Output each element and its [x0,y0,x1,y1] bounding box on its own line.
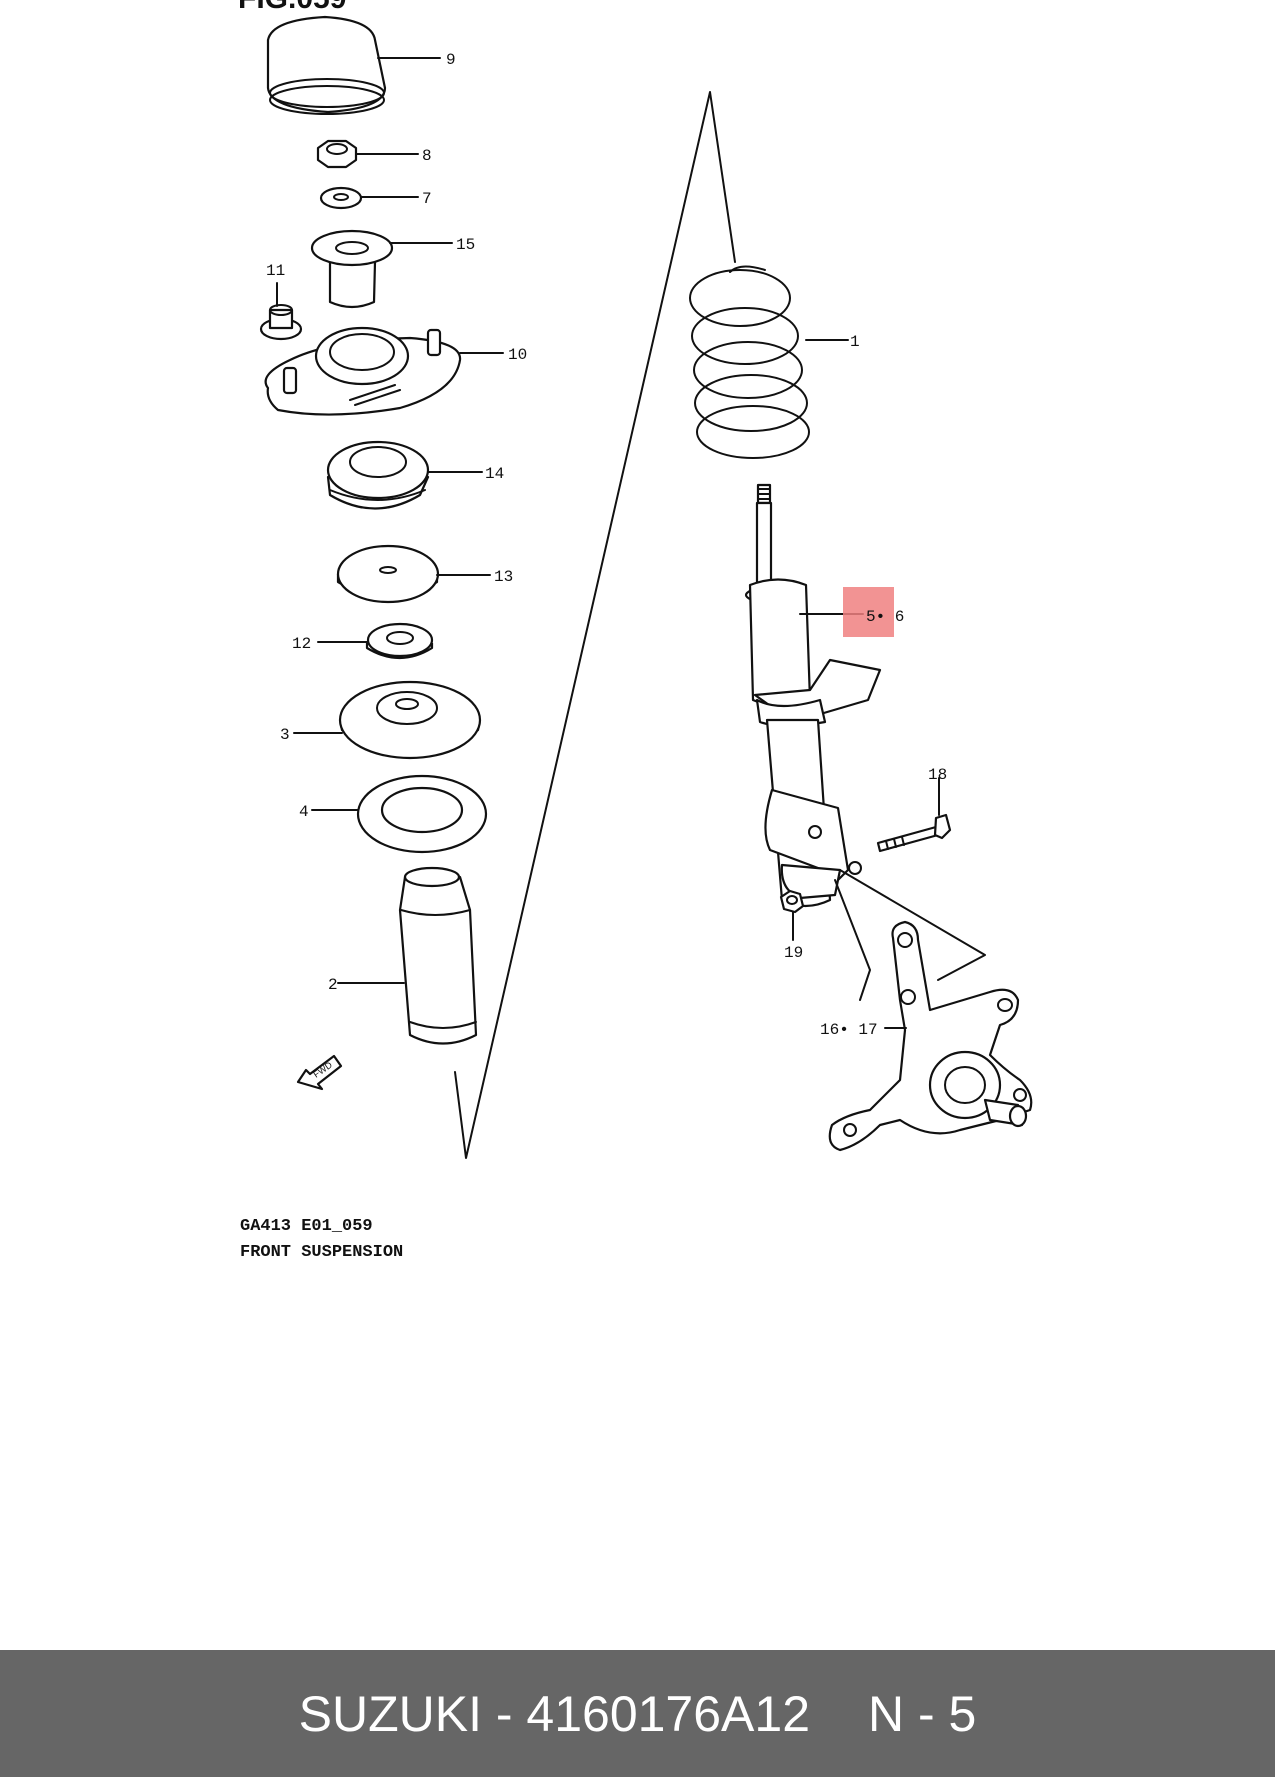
callout-12: 12 [292,635,311,653]
highlight-box [843,587,894,637]
callout-1: 1 [850,333,860,351]
callout-5-6: 5• 6 [866,608,904,626]
caption-title: FRONT SUSPENSION [240,1243,403,1262]
callout-10: 10 [508,346,527,364]
callout-9: 9 [446,51,456,69]
part-info-footer: SUZUKI - 4160176A12 N - 5 [0,1650,1275,1777]
diagram-position-text: N - 5 [868,1685,977,1742]
part-7-washer [319,186,419,210]
callout-18: 18 [928,766,947,784]
callout-16-17: 16• 17 [820,1021,878,1039]
figure-title: FIG.059 [238,0,346,15]
callout-7: 7 [422,190,432,208]
part-3-spring-seat [293,680,482,760]
assembly-guide-line [454,91,736,1159]
part-8-nut [316,139,419,169]
part-10-strut-mount [264,326,504,416]
callout-19: 19 [784,944,803,962]
part-16-17-steering-knuckle [828,920,1033,1152]
part-13-stopper [336,544,491,604]
callout-11: 11 [266,262,285,280]
part-2-boot [337,866,478,1045]
part-19-nut [779,889,805,941]
part-9-cap [266,15,441,115]
callout-14: 14 [485,465,504,483]
callout-2: 2 [328,976,338,994]
knuckle-guide-lines [839,869,986,981]
part-14-upper-seat [326,440,483,510]
callout-8: 8 [422,147,432,165]
knuckle-guide-line-2 [834,879,871,1001]
caption-code: GA413 E01_059 [240,1217,373,1236]
parts-diagram: FIG.059 9 8 7 15 11 [238,0,1033,1262]
part-11-flange-nut [259,282,303,341]
part-18-bolt [876,777,952,853]
part-15-bushing [310,229,453,309]
part-number-text: SUZUKI - 4160176A12 [298,1685,811,1742]
part-4-spring-rubber [311,774,488,854]
callout-15: 15 [456,236,475,254]
part-5-6-strut-assembly [744,483,882,908]
fwd-arrow-icon [296,1054,343,1091]
part-12-bearing [317,622,434,659]
callout-13: 13 [494,568,513,586]
callout-3: 3 [280,726,290,744]
part-1-coil-spring [689,265,849,459]
callout-4: 4 [299,803,309,821]
